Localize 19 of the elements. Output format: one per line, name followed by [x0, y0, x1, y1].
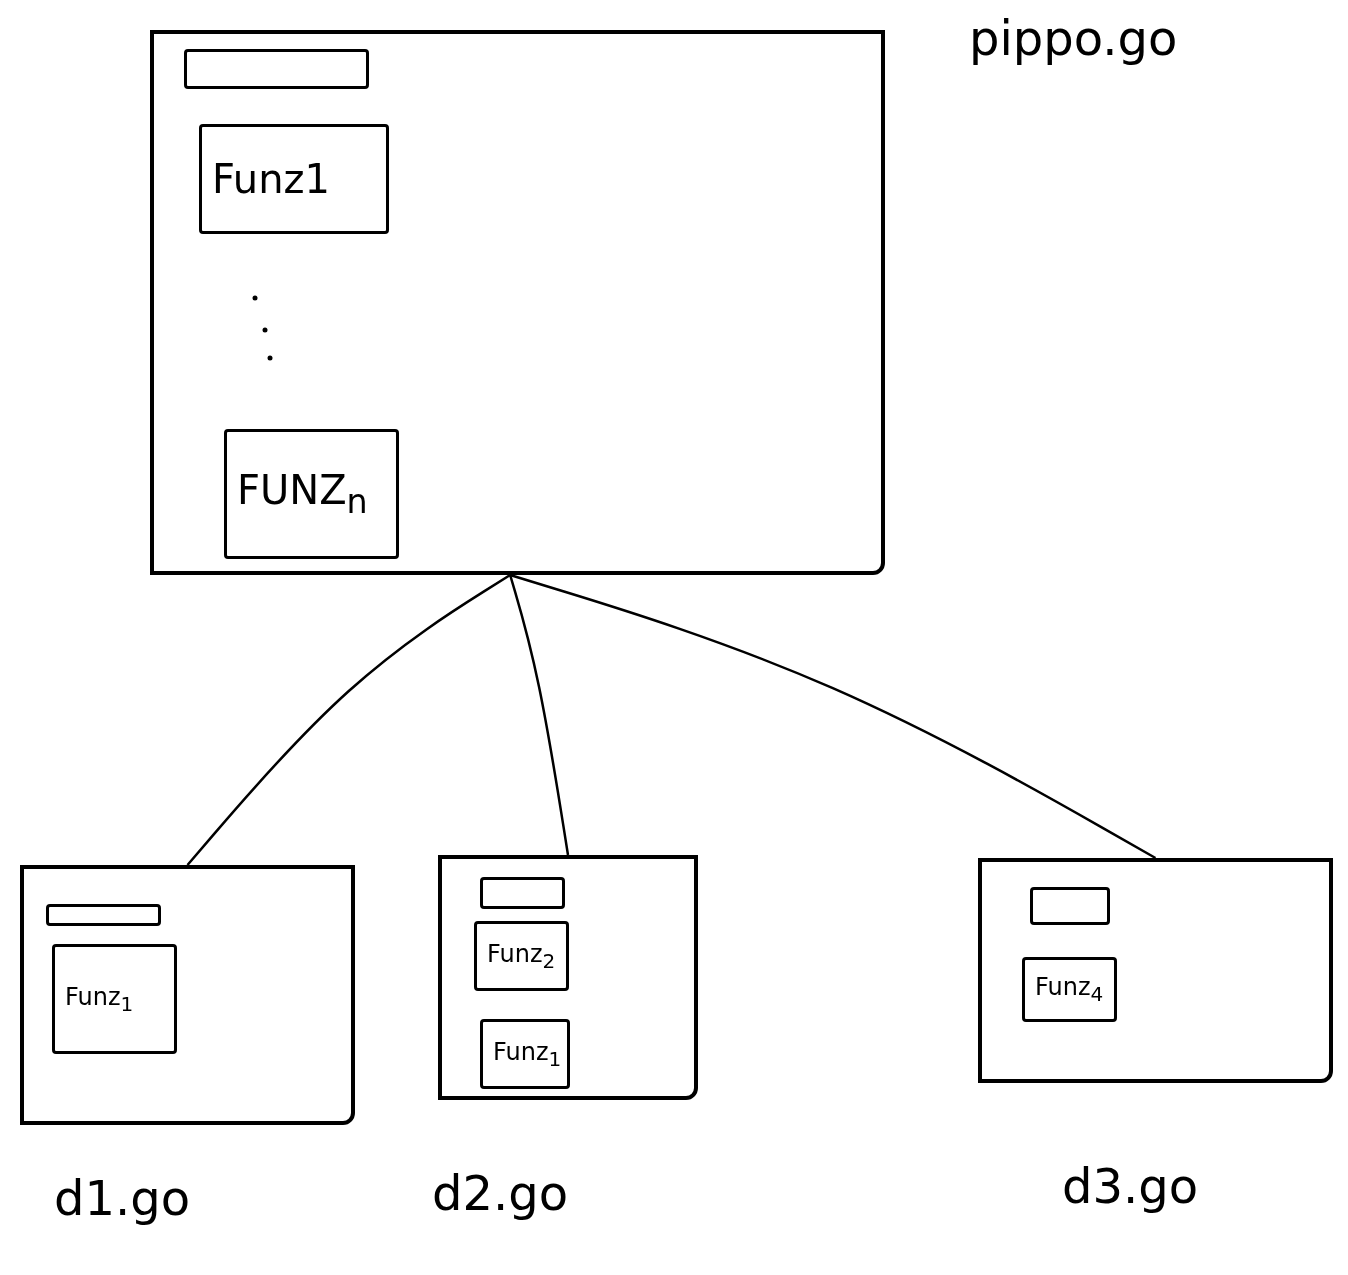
function-box	[474, 921, 569, 991]
connector-line	[186, 573, 511, 866]
connector-line	[508, 574, 570, 856]
header-bar	[184, 49, 369, 89]
function-box	[199, 124, 389, 234]
connector-line	[509, 573, 1157, 860]
header-bar	[46, 904, 161, 926]
function-box	[1022, 957, 1117, 1022]
function-name: Funz$_{4}$	[1035, 973, 1104, 1006]
function-name: Funz$_{1}$	[65, 982, 134, 1016]
function-name: Funz$_{2}$	[487, 939, 556, 973]
header-bar	[480, 877, 565, 909]
function-name: FUNZ$_{n}$	[237, 467, 368, 521]
function-box	[480, 1019, 570, 1089]
function-box	[224, 429, 399, 559]
function-box	[52, 944, 177, 1054]
function-name: Funz1	[212, 156, 330, 202]
header-bar	[1030, 887, 1110, 925]
function-name: Funz$_{1}$	[493, 1037, 562, 1071]
